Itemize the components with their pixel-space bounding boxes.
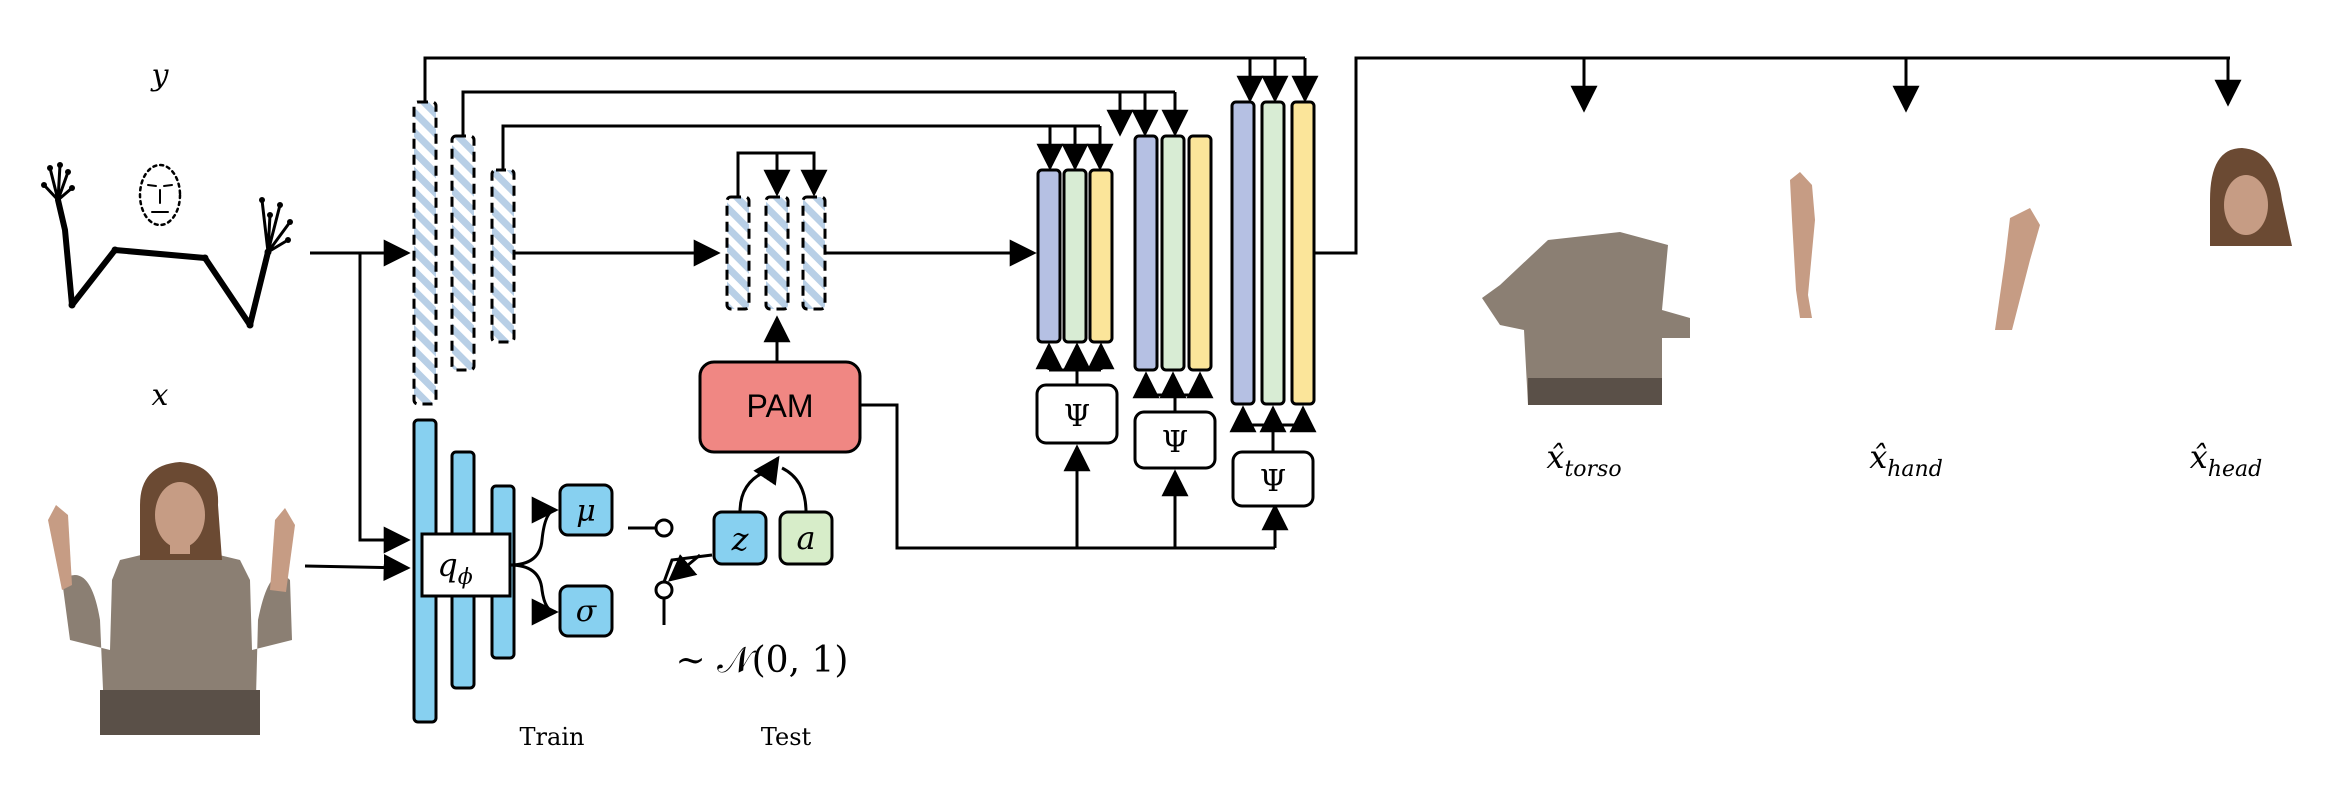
fusion-stack xyxy=(725,195,827,311)
z-label: z xyxy=(731,520,750,558)
pose-joints xyxy=(41,162,293,329)
output-hand-image-left xyxy=(1790,172,1815,318)
fusion-recurrence xyxy=(736,151,828,197)
decoder-level-3 xyxy=(1230,100,1316,406)
psi-connectors xyxy=(1035,342,1317,548)
connector-pam-to-psi xyxy=(860,403,1275,550)
label-out-torso: x̂torso xyxy=(1546,438,1621,482)
label-x: x xyxy=(152,378,169,413)
output-hand-image-right xyxy=(1995,208,2040,330)
output-head-image xyxy=(2210,148,2292,246)
train-test-switch xyxy=(628,518,713,625)
pose-encoder-layer-1 xyxy=(412,100,438,406)
decoder-level-2 xyxy=(1133,134,1213,372)
psi-box-2 xyxy=(1133,410,1217,470)
pose-encoder-layer-3 xyxy=(490,168,516,344)
pose-encoder-layer-2 xyxy=(450,134,476,372)
q-to-latent-connectors xyxy=(509,496,559,626)
skip-connections xyxy=(423,56,1319,171)
psi-label-1: Ψ xyxy=(1064,399,1090,434)
sigma-label: σ xyxy=(576,594,598,629)
sigma-box xyxy=(558,584,614,638)
pose-skeleton xyxy=(42,163,292,328)
psi-label-2: Ψ xyxy=(1162,425,1188,460)
label-out-head: x̂head xyxy=(2190,438,2262,482)
pose-encoder-stack xyxy=(412,100,516,406)
latent-to-pam-connectors xyxy=(738,455,808,513)
noise-distribution-label: ∼ 𝒩(0, 1) xyxy=(676,640,849,681)
pam-box xyxy=(698,360,862,454)
fusion-layer-2 xyxy=(764,195,790,311)
mu-box xyxy=(558,483,614,537)
input-connectors xyxy=(304,239,411,582)
fusion-layer-1 xyxy=(725,195,751,311)
label-train: Train xyxy=(520,723,585,751)
decoder-level-1 xyxy=(1036,168,1114,344)
psi-label-3: Ψ xyxy=(1260,464,1286,499)
label-y: y xyxy=(150,58,170,93)
output-torso-image xyxy=(1482,232,1690,405)
a-label: a xyxy=(796,519,815,557)
input-person-image xyxy=(48,462,295,735)
fusion-layer-3 xyxy=(801,195,827,311)
output-connectors xyxy=(1314,56,2242,255)
mu-label: μ xyxy=(576,494,596,529)
q-phi-label: qϕ xyxy=(437,546,472,590)
label-test: Test xyxy=(761,723,812,751)
pam-label: PAM xyxy=(747,388,814,424)
psi-box-3 xyxy=(1231,450,1315,508)
label-out-hand: x̂hand xyxy=(1869,438,1943,482)
psi-box-1 xyxy=(1035,383,1119,445)
